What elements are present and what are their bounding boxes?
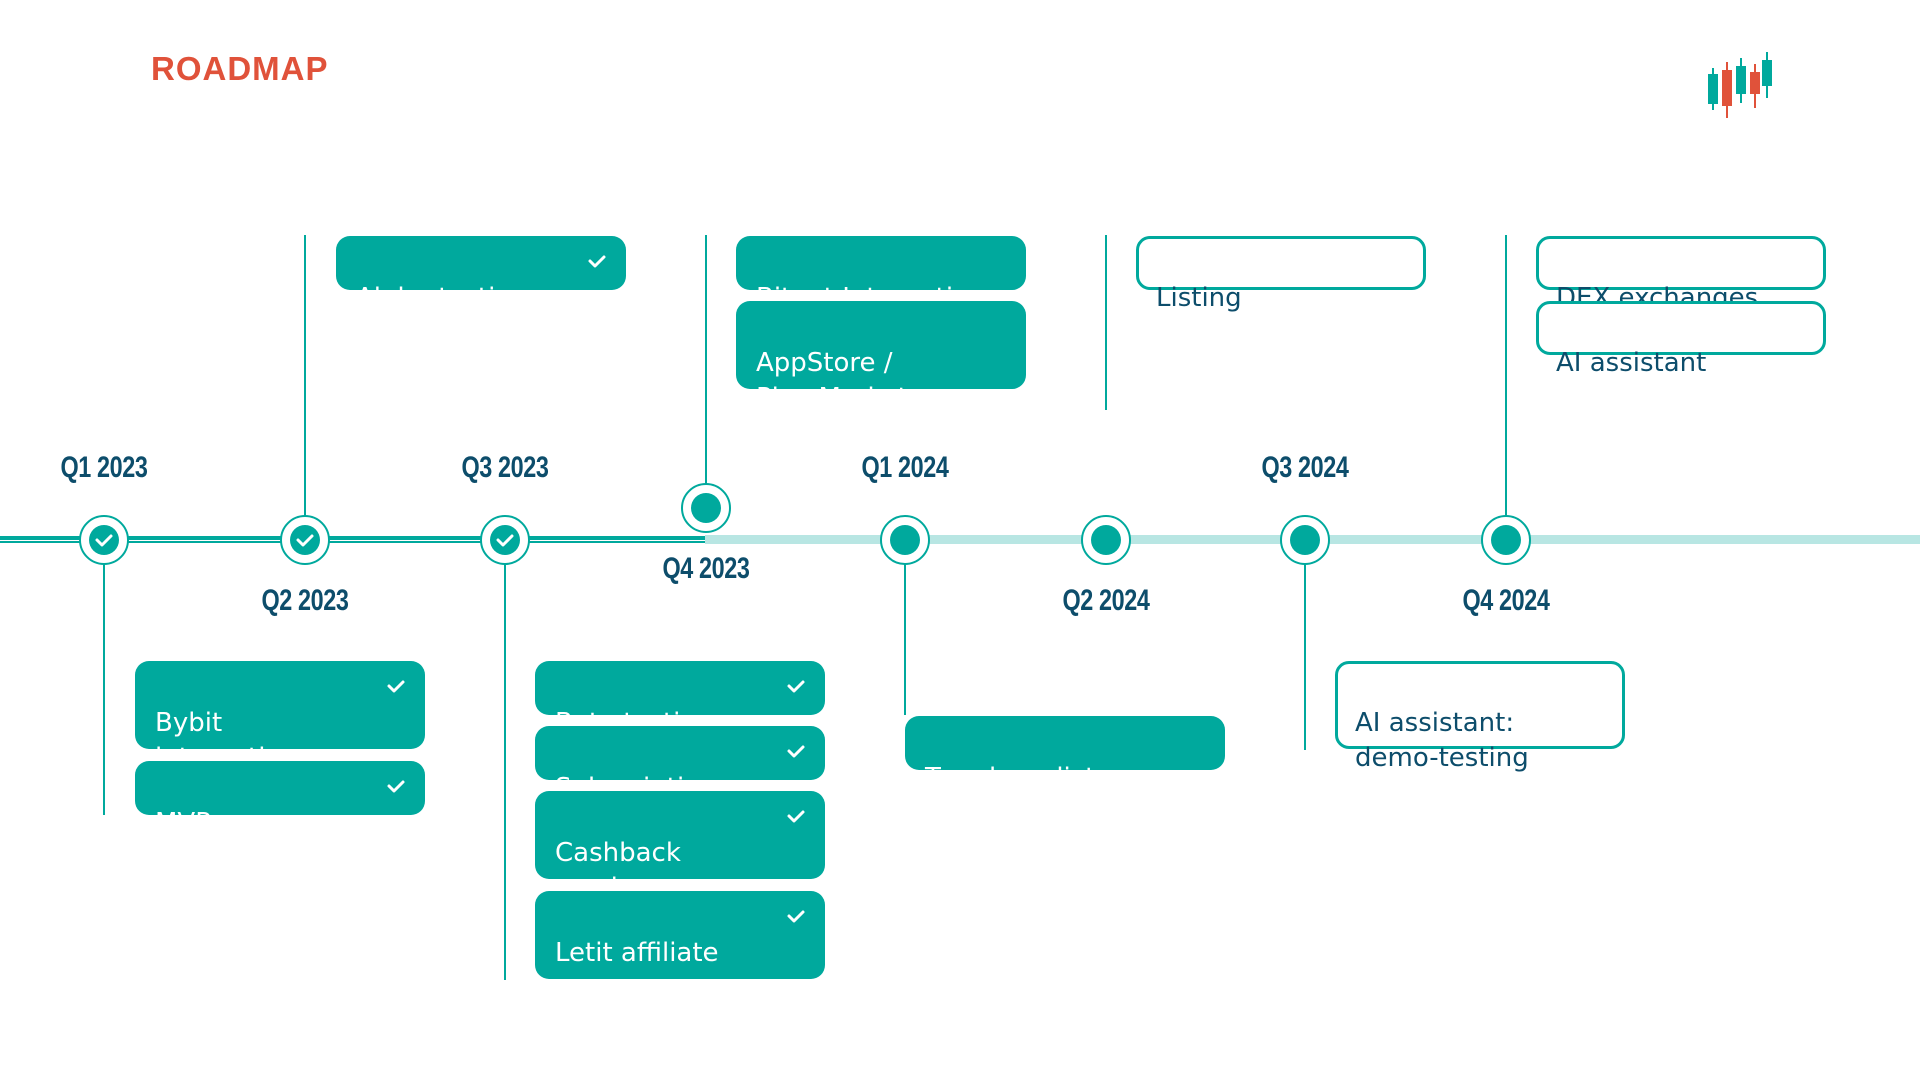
milestone-q1-2024 (880, 515, 930, 565)
card-label: AI assistant: demo-testing (1355, 708, 1529, 773)
check-icon (787, 810, 805, 823)
check-icon (496, 534, 514, 547)
quarter-label-q2-2023: Q2 2023 (261, 584, 349, 617)
quarter-label-q4-2023: Q4 2023 (662, 552, 750, 585)
roadmap-card-beta-testing: Beta testing (535, 661, 825, 738)
check-icon (95, 534, 113, 547)
roadmap-card-appstore-play-market: AppStore / Play Market (736, 301, 1026, 413)
milestone-q1-2023 (79, 515, 129, 565)
card-label: MVP (155, 808, 211, 838)
milestone-q3-2023 (480, 515, 530, 565)
roadmap-card-listing: Listing (1136, 236, 1426, 313)
timeline-track-done-thin (0, 541, 705, 543)
milestone-q4-2024 (1481, 515, 1531, 565)
roadmap-card-ai-assistant: AI assistant (1536, 301, 1826, 378)
check-icon (387, 680, 405, 693)
card-label: Letit affiliate program (555, 938, 719, 1003)
card-label: AppStore / Play Market (756, 348, 908, 413)
check-icon (387, 780, 405, 793)
milestone-q2-2024 (1081, 515, 1131, 565)
roadmap-card-dex-exchanges: DEX exchanges (1536, 236, 1826, 313)
card-label: Listing (1156, 283, 1242, 313)
roadmap-card-bybit-integration: Bybit integration (135, 661, 425, 773)
check-icon (588, 255, 606, 268)
quarter-label-q1-2024: Q1 2024 (861, 451, 949, 484)
card-label: Trend predictor (925, 763, 1122, 793)
milestone-q3-2024 (1280, 515, 1330, 565)
milestone-q4-2023 (681, 483, 731, 533)
roadmap-card-alpha-testing: Alpha testing (336, 236, 626, 313)
roadmap-card-mvp: MVP (135, 761, 425, 838)
quarter-label-q2-2024: Q2 2024 (1062, 584, 1150, 617)
roadmap-card-subscription: Subscription (535, 726, 825, 803)
page-title: ROADMAP (151, 50, 329, 87)
quarter-label-q3-2023: Q3 2023 (461, 451, 549, 484)
card-label: AI assistant (1556, 348, 1707, 378)
letit-logo-icon (1708, 52, 1772, 118)
roadmap-card-cashback-service: Cashback service (535, 791, 825, 903)
roadmap-card-letit-affiliate-program: Letit affiliate program (535, 891, 825, 1003)
check-icon (787, 745, 805, 758)
milestone-q2-2023 (280, 515, 330, 565)
roadmap-card-bitget-integration: Bitget Integration (736, 236, 1026, 313)
quarter-label-q3-2024: Q3 2024 (1261, 451, 1349, 484)
timeline-track-done (0, 536, 705, 540)
quarter-label-q1-2023: Q1 2023 (60, 451, 148, 484)
roadmap-card-trend-predictor: Trend predictor (905, 716, 1225, 793)
card-label: Alpha testing (356, 283, 529, 313)
quarter-label-q4-2024: Q4 2024 (1462, 584, 1550, 617)
roadmap-card-ai-assistant-demo-testing: AI assistant: demo-testing (1335, 661, 1625, 773)
check-icon (787, 680, 805, 693)
check-icon (296, 534, 314, 547)
check-icon (787, 910, 805, 923)
